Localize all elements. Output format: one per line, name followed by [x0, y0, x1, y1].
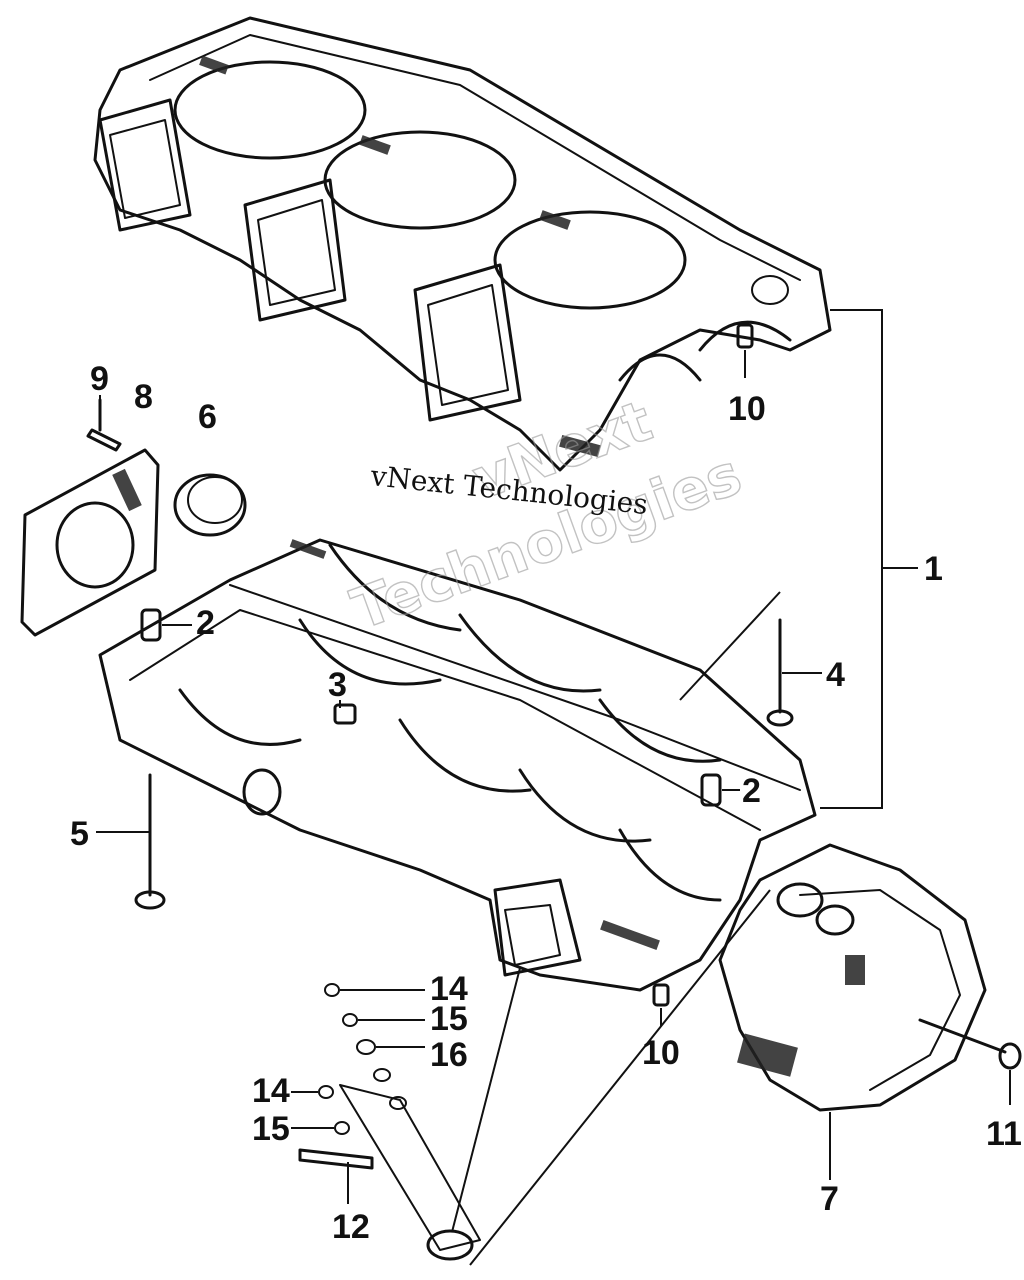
callout-2a: 2 — [196, 604, 215, 642]
pin-10b — [652, 983, 670, 1007]
callout-10b: 10 — [642, 1034, 680, 1072]
callout-8: 8 — [134, 378, 153, 416]
pin-10a — [736, 323, 754, 349]
screw-14a — [324, 983, 340, 997]
callout-10a: 10 — [728, 390, 766, 428]
callout-14a: 14 — [430, 970, 468, 1008]
callout-4: 4 — [826, 656, 845, 694]
callout-11: 11 — [986, 1115, 1022, 1153]
callout-9: 9 — [90, 360, 109, 398]
washer-15a — [342, 1013, 358, 1027]
callout-7: 7 — [820, 1180, 839, 1218]
stud-bolt-5 — [134, 773, 166, 910]
washer-15b — [334, 1121, 350, 1135]
callout-5: 5 — [70, 815, 89, 853]
bolt-9 — [86, 398, 122, 452]
callout-labels: 1 2 2 3 4 5 6 7 8 9 10 10 11 12 14 14 15… — [70, 360, 1022, 1246]
lower-crankcase — [98, 538, 817, 992]
leader-lines — [96, 309, 1011, 1266]
bell-housing-7 — [718, 843, 987, 1112]
watermark: vNext Technologies vNext Technologies — [343, 388, 750, 644]
callout-12: 12 — [332, 1208, 370, 1246]
pin-3 — [333, 703, 357, 725]
callout-14b: 14 — [252, 1072, 290, 1110]
callout-16: 16 — [430, 1036, 468, 1074]
callout-2b: 2 — [742, 772, 761, 810]
callout-15b: 15 — [252, 1110, 290, 1148]
seal-ring-6 — [173, 473, 247, 537]
cover-plate-8 — [20, 448, 160, 637]
callout-3: 3 — [328, 666, 347, 704]
washer-extra — [373, 1068, 407, 1110]
dowel-pin-2a — [140, 608, 162, 642]
dowel-pin-2b — [700, 773, 722, 807]
bracket-12 — [298, 1084, 481, 1261]
washer-16 — [356, 1039, 376, 1055]
callout-6: 6 — [198, 398, 217, 436]
callout-15a: 15 — [430, 1000, 468, 1038]
upper-crankcase — [93, 16, 832, 472]
screw-14b — [318, 1085, 334, 1099]
stud-bolt-4 — [766, 618, 794, 727]
bolt-11 — [918, 1018, 1022, 1070]
callout-1: 1 — [924, 550, 943, 588]
